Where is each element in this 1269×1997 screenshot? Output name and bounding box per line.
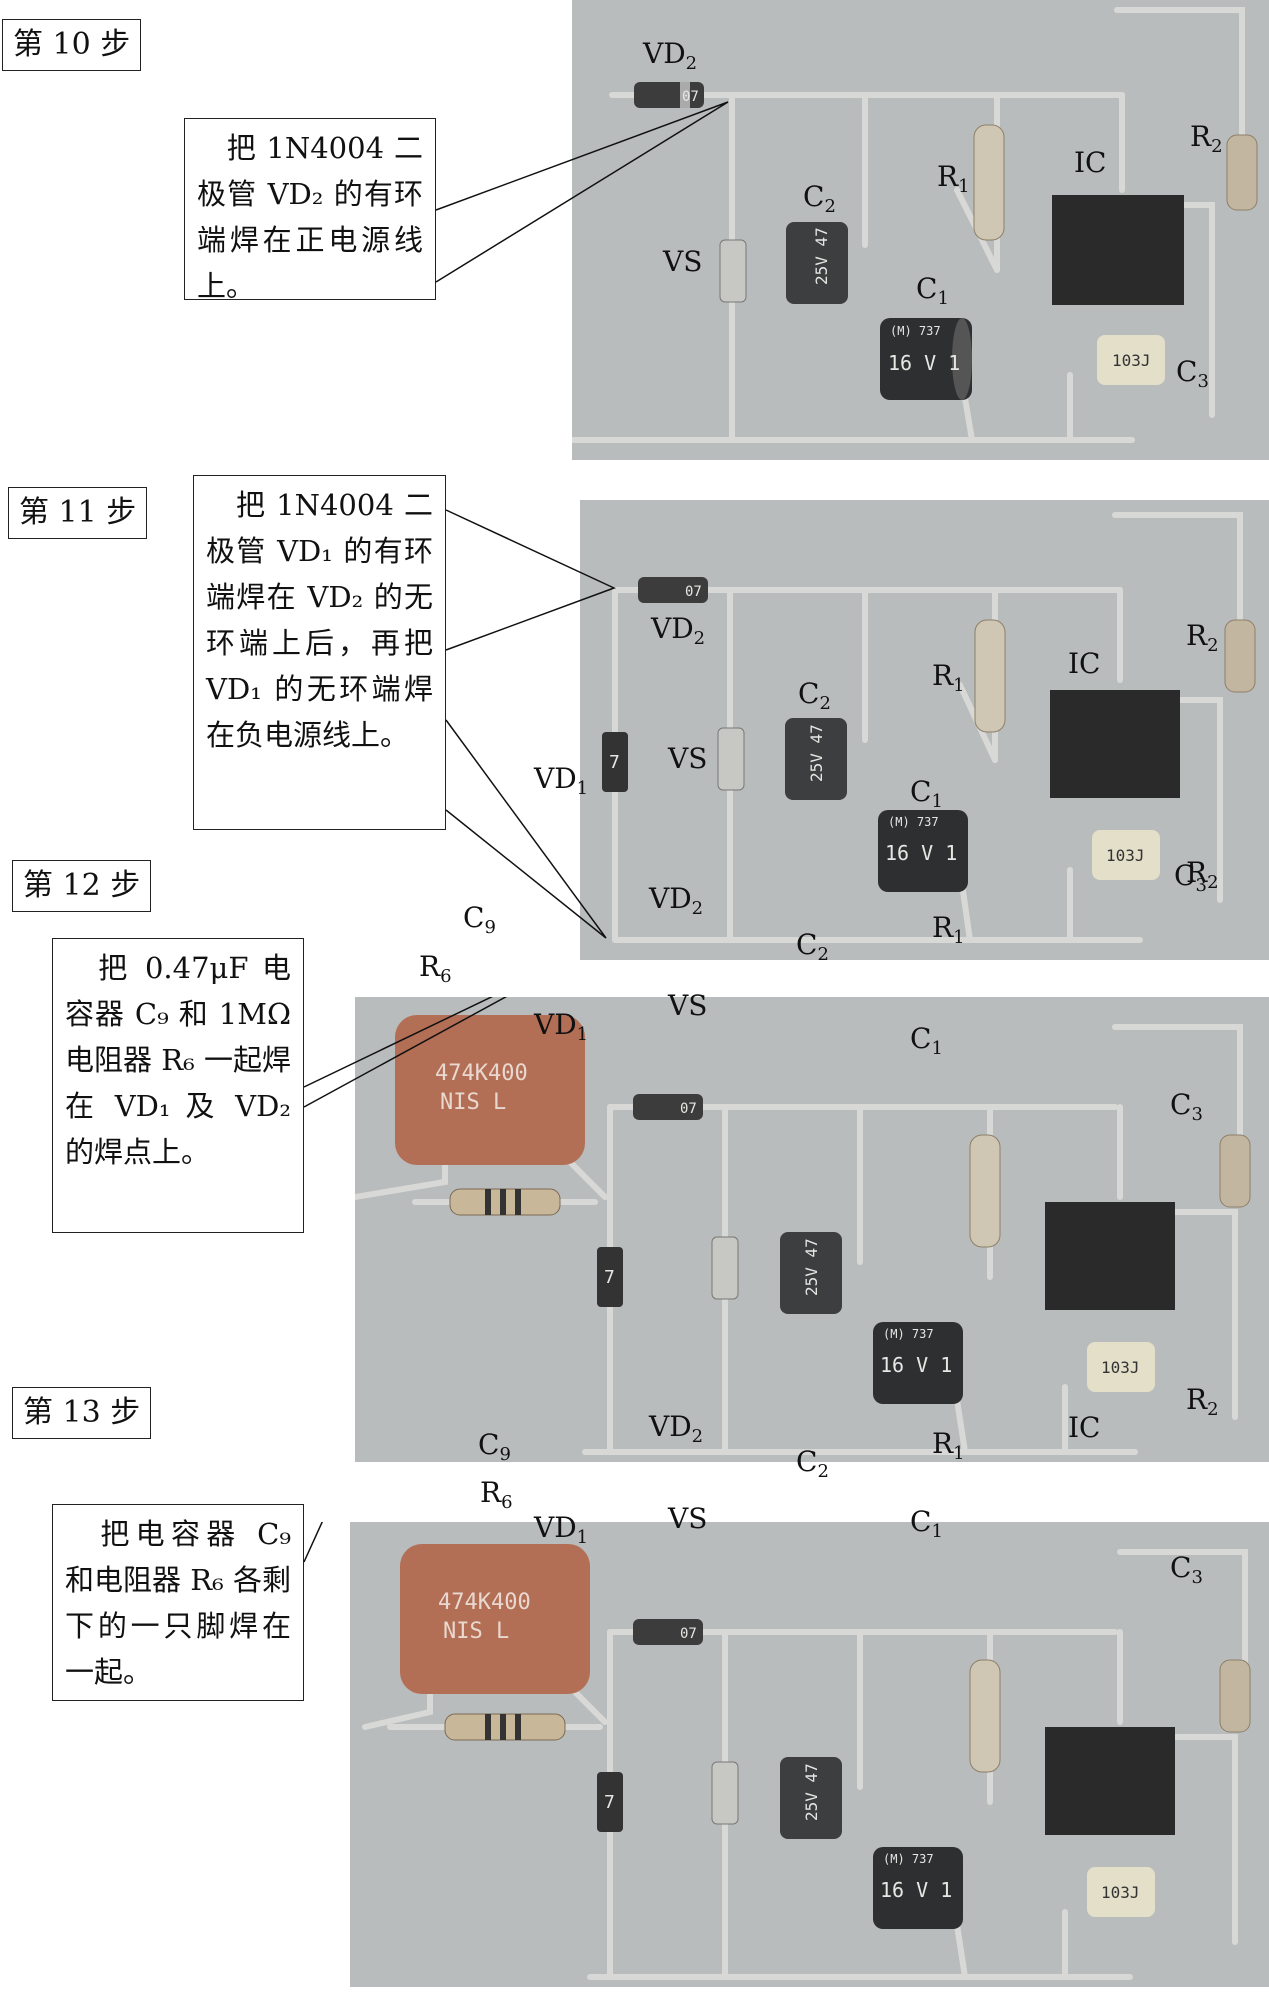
vd2-marking: 07 xyxy=(680,1626,697,1642)
c1-top-marking: (M) 737 xyxy=(888,815,939,829)
label-r2: R2 xyxy=(1190,120,1223,157)
circuit-photo-step-12: 474K400 NIS L 25V 47 16 V 1 (M) 737 07 7… xyxy=(355,997,1269,1462)
label-c2: C2 xyxy=(796,1445,829,1482)
step-10: 25V 47 16 V 1 (M) 737 07 103J 第 10 步 把 1… xyxy=(0,0,1269,470)
label-vd1: VD1 xyxy=(534,762,589,799)
label-r1: R1 xyxy=(932,659,965,696)
label-r2: R2 xyxy=(1186,856,1219,893)
c1-marking: 16 V 1 xyxy=(885,841,957,865)
label-c3: C3 xyxy=(1170,1551,1203,1588)
circuit-photo-step-13: 474K400 NIS L 25V 47 16 V 1 (M) 737 07 7… xyxy=(350,1522,1269,1987)
c1-top-marking: (M) 737 xyxy=(890,324,941,338)
label-ic: IC xyxy=(1068,647,1101,680)
step-label: 第 13 步 xyxy=(12,1387,152,1439)
step-label: 第 12 步 xyxy=(12,860,152,912)
c9-marking-2: NIS L xyxy=(443,1619,509,1644)
c2-marking: 25V 47 xyxy=(812,227,831,285)
c2-marking: 25V 47 xyxy=(802,1238,821,1296)
instruction-callout: 把 1N4004 二极管 VD₂ 的有环端焊在正电源线上。 xyxy=(184,118,436,303)
c9-marking: 474K400 xyxy=(435,1061,528,1086)
label-vd2: VD2 xyxy=(649,882,704,919)
circuit-drawing: 474K400 NIS L 25V 47 16 V 1 (M) 737 07 7… xyxy=(362,1544,1251,1980)
label-vs: VS xyxy=(663,245,703,278)
label-vd1: VD1 xyxy=(534,1511,589,1548)
step-label: 第 11 步 xyxy=(8,487,148,539)
label-c2: C2 xyxy=(803,180,836,217)
label-r6: R6 xyxy=(480,1476,513,1513)
label-vd2: VD2 xyxy=(651,612,706,649)
vd1-marking: 7 xyxy=(604,1267,615,1288)
label-vs: VS xyxy=(668,989,708,1022)
label-ic: IC xyxy=(1074,146,1107,179)
label-c1: C1 xyxy=(916,272,949,309)
step-label: 第 10 步 xyxy=(2,19,142,71)
c1-top-marking: (M) 737 xyxy=(883,1327,934,1341)
label-c1: C1 xyxy=(910,1022,943,1059)
c3-marking: 103J xyxy=(1112,351,1151,370)
label-vd1: VD1 xyxy=(534,1008,589,1045)
instruction-callout: 把 1N4004 二极管 VD₁ 的有环端焊在 VD₂ 的无环端上后，再把 VD… xyxy=(193,475,446,830)
label-r1: R1 xyxy=(932,1427,965,1464)
label-c9: C9 xyxy=(463,901,496,938)
circuit-drawing: 25V 47 16 V 1 (M) 737 07 103J xyxy=(572,7,1258,443)
circuit-drawing: 474K400 NIS L 25V 47 16 V 1 (M) 737 07 7… xyxy=(355,1015,1251,1455)
step-11: 25V 47 16 V 1 (M) 737 07 7 103J 第 11 步 把… xyxy=(0,475,1269,970)
label-c9: C9 xyxy=(478,1428,511,1465)
label-c3: C3 xyxy=(1176,355,1209,392)
c1-marking: 16 V 1 xyxy=(880,1353,952,1377)
c2-marking: 25V 47 xyxy=(807,724,826,782)
c3-marking: 103J xyxy=(1101,1883,1140,1902)
c1-top-marking: (M) 737 xyxy=(883,1852,934,1866)
label-c1: C1 xyxy=(910,775,943,812)
c1-marking: 16 V 1 xyxy=(888,351,960,375)
label-vs: VS xyxy=(668,742,708,775)
instruction-callout: 把 0.47μF 电容器 C₉ 和 1MΩ 电阻器 R₆ 一起焊在 VD₁ 及 … xyxy=(52,938,304,1233)
c3-marking: 103J xyxy=(1101,1358,1140,1377)
step-12: 474K400 NIS L 25V 47 16 V 1 (M) 737 07 7… xyxy=(0,859,1269,1472)
label-c3: C3 xyxy=(1170,1088,1203,1125)
label-r6: R6 xyxy=(419,950,452,987)
c2-marking: 25V 47 xyxy=(802,1763,821,1821)
label-c2: C2 xyxy=(798,677,831,714)
instruction-callout: 把电容器 C₉ 和电阻器 R₆ 各剩下的一只脚焊在一起。 xyxy=(52,1504,304,1701)
label-vd2: VD2 xyxy=(643,37,698,74)
vd2-marking: 07 xyxy=(682,89,699,105)
c9-marking: 474K400 xyxy=(438,1590,531,1615)
c3-marking: 103J xyxy=(1106,846,1145,865)
label-r2: R2 xyxy=(1186,1383,1219,1420)
label-vd2: VD2 xyxy=(649,1410,704,1447)
step-13: 474K400 NIS L 25V 47 16 V 1 (M) 737 07 7… xyxy=(0,1386,1269,1997)
vd1-marking: 7 xyxy=(604,1792,615,1813)
vd2-marking: 07 xyxy=(685,584,702,600)
c9-marking-2: NIS L xyxy=(440,1090,506,1115)
label-c1: C1 xyxy=(910,1505,943,1542)
c1-marking: 16 V 1 xyxy=(880,1878,952,1902)
label-r2: R2 xyxy=(1186,619,1219,656)
label-c3: C3 xyxy=(1174,859,1207,896)
label-ic: IC xyxy=(1068,1411,1101,1444)
label-r1: R1 xyxy=(932,911,965,948)
vd1-marking: 7 xyxy=(609,752,620,773)
label-r1: R1 xyxy=(937,160,970,197)
vd2-marking: 07 xyxy=(680,1101,697,1117)
circuit-photo-step-11: 25V 47 16 V 1 (M) 737 07 7 103J xyxy=(580,500,1269,960)
label-vs: VS xyxy=(668,1502,708,1535)
label-c2: C2 xyxy=(796,928,829,965)
